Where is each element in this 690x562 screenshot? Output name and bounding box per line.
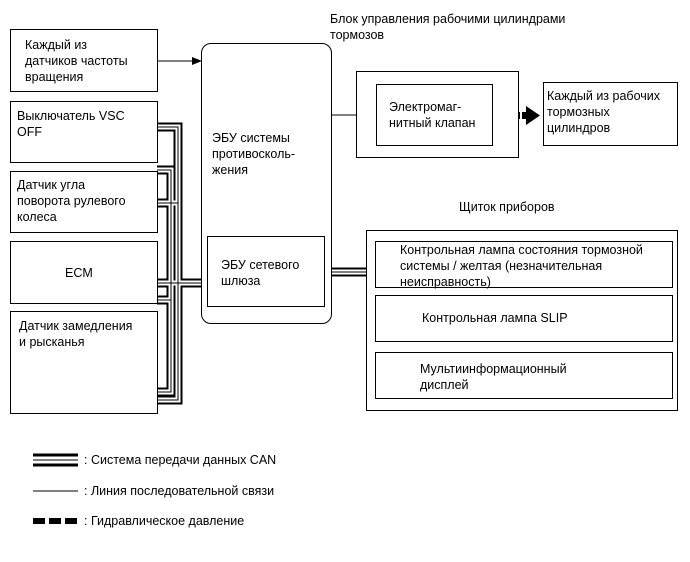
steering-sensor-label: Датчик угла поворота рулевого колеса (17, 178, 126, 224)
gateway-ecu-label: ЭБУ сетевого шлюза (221, 258, 300, 288)
gateway-ecu-block: ЭБУ сетевого шлюза (207, 236, 325, 307)
serial-legend-icon (33, 490, 78, 492)
vsc-off-switch-label: Выключатель VSC OFF (17, 109, 125, 139)
ecm-label: ECM (65, 266, 93, 280)
speed-sensors-block: Каждый из датчиков частоты вращения (10, 29, 158, 92)
can-bus (157, 122, 368, 405)
serial-line-speed-sensors (157, 57, 202, 65)
solenoid-valve-block: Электромаг- нитный клапан (376, 84, 493, 146)
yaw-sensor-block: Датчик замедления и рысканья (10, 311, 158, 414)
speed-sensors-label: Каждый из датчиков частоты вращения (25, 38, 128, 84)
brake-actuator-title: Блок управления рабочими цилиндрами торм… (330, 12, 566, 42)
can-legend-label: : Система передачи данных CAN (84, 453, 277, 467)
multi-info-display-label: Мультиинформационный дисплей (420, 362, 567, 392)
solenoid-valve-label: Электромаг- нитный клапан (389, 100, 476, 130)
ecm-block: ECM (10, 241, 158, 304)
hydraulic-legend-icon (33, 518, 77, 524)
vsc-off-switch-block: Выключатель VSC OFF (10, 101, 158, 163)
slip-lamp-block: Контрольная лампа SLIP (375, 295, 673, 342)
multi-info-display-block: Мультиинформационный дисплей (375, 352, 673, 399)
hydraulic-legend-label: : Гидравлическое давление (84, 514, 245, 528)
combination-meter-title: Щиток приборов (459, 200, 555, 214)
skid-control-ecu-block: ЭБУ системы противосколь- жения ЭБУ сете… (201, 43, 332, 324)
yaw-sensor-label: Датчик замедления и рысканья (19, 319, 133, 349)
serial-legend-label: : Линия последовательной связи (84, 484, 275, 498)
skid-control-ecu-label: ЭБУ системы противосколь- жения (212, 131, 296, 177)
wheel-cylinders-label: Каждый из рабочих тормозных цилиндров (547, 89, 661, 135)
slip-lamp-label: Контрольная лампа SLIP (422, 311, 568, 325)
combination-meter-block: Контрольная лампа состояния тормозной си… (366, 230, 678, 411)
brake-warning-lamp-label: Контрольная лампа состояния тормозной си… (400, 243, 643, 289)
brake-actuator-block: Электромаг- нитный клапан (356, 71, 519, 158)
wheel-cylinders-block: Каждый из рабочих тормозных цилиндров (543, 82, 678, 146)
steering-sensor-block: Датчик угла поворота рулевого колеса (10, 171, 158, 233)
brake-warning-lamp-block: Контрольная лампа состояния тормозной си… (375, 241, 673, 289)
can-legend-icon (33, 453, 78, 467)
